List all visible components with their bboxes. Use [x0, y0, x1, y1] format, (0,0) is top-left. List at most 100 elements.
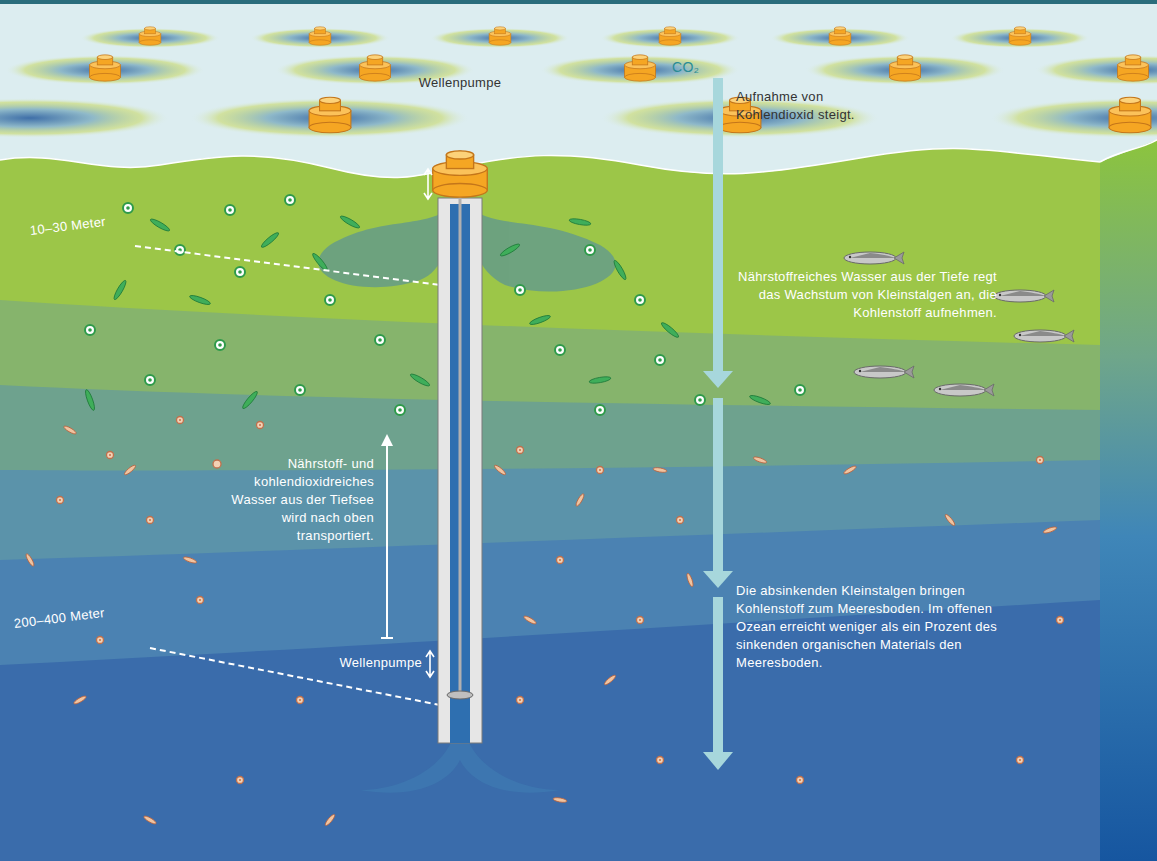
algae-particles-part: [241, 390, 259, 410]
wave-pump-part: [426, 651, 434, 677]
algae-particles-part: [686, 573, 695, 588]
algae-particles-part: [339, 214, 361, 230]
water-layers-part: [0, 149, 1100, 861]
carbon-flow-arrows-part: [713, 78, 723, 373]
algae-particles-part: [260, 231, 280, 249]
algae-particles-part: [197, 597, 204, 604]
distant-pumps-part: [1035, 55, 1157, 85]
algae-particles-part: [257, 422, 264, 429]
upward-arrow-part: [381, 434, 393, 446]
water-layers-part: [0, 460, 1100, 861]
algae-particles-part: [295, 385, 305, 395]
upwelling-plume-part: [360, 740, 560, 793]
algae-particles-part: [589, 376, 612, 385]
algae-particles-part: [183, 556, 198, 565]
upward-arrow-part: [381, 637, 393, 639]
algae-particles-part: [123, 203, 133, 213]
algae-particles-part: [177, 417, 184, 424]
algae-particles-part: [944, 513, 956, 526]
wave-pump: [424, 150, 487, 743]
sinking-note: Die absinkenden Kleinstalgen bringen Koh…: [736, 582, 1006, 672]
distant-pumps-part: [990, 98, 1157, 138]
depth-lines-part: [150, 648, 440, 705]
fish-school-part: [934, 384, 994, 396]
algae-particles-part: [635, 295, 645, 305]
algae-particles-part: [797, 777, 804, 784]
algae-particles-part: [285, 195, 295, 205]
distant-pumps-part: [0, 98, 170, 138]
wave-pump-part: [433, 151, 488, 197]
algae-particles-part: [595, 405, 605, 415]
algae-particles-part: [325, 295, 335, 305]
algae-particles-part: [63, 425, 77, 435]
algae-particles-part: [112, 279, 128, 301]
distant-pumps-part: [90, 55, 121, 81]
distant-pumps-part: [309, 27, 331, 46]
distant-pumps-part: [805, 55, 1005, 85]
algae-particles-part: [795, 385, 805, 395]
algae-particles-part: [1057, 617, 1064, 624]
algae-particles-part: [84, 389, 96, 411]
wave-pump-part: [424, 169, 432, 199]
algae-particles-part: [57, 497, 64, 504]
distant-pumps-part: [5, 55, 205, 85]
algae-particles-part: [612, 259, 628, 281]
distant-pumps-part: [540, 55, 740, 85]
water-layers-part: [0, 300, 1100, 861]
algae-particles-part: [553, 797, 567, 803]
algae-particles-part: [529, 314, 551, 326]
algae-particles-part: [523, 615, 537, 625]
algae-particles-part: [597, 467, 604, 474]
distant-pumps-part: [1109, 97, 1151, 133]
algae-particles-part: [73, 695, 87, 705]
water-layers-part: [1100, 140, 1157, 162]
depth-lines-part: [135, 246, 440, 285]
depth-lines: [135, 246, 440, 705]
uptake-note: Aufnahme von Kohlendioxid steigt.: [736, 88, 896, 124]
water-layers-part: [0, 149, 1100, 178]
distant-pumps-part: [890, 55, 921, 81]
algae-particles-part: [555, 345, 565, 355]
algae-particles-part: [147, 517, 154, 524]
distant-pumps-part: [309, 97, 351, 133]
upward-arrow-part: [386, 440, 388, 638]
carbon-flow-arrows-part: [703, 752, 733, 770]
algae-particles-part: [493, 464, 506, 476]
particle-icon: [213, 460, 221, 468]
upwelling-plume-part: [318, 205, 452, 287]
algae-particles-part: [107, 452, 114, 459]
algae-particles-part: [409, 372, 431, 388]
top-rule: [0, 0, 1157, 4]
algae-particles-part: [753, 456, 768, 465]
algae-particles-part: [655, 355, 665, 365]
algae-particles-part: [843, 465, 857, 475]
distant-pumps-part: [489, 27, 511, 46]
distant-pumps-part: [659, 27, 681, 46]
distant-pumps-part: [360, 55, 391, 81]
algae-particles-part: [175, 245, 185, 255]
algae-particles-part: [25, 553, 35, 567]
distant-pumps-part: [139, 27, 161, 46]
algae-particles-part: [749, 394, 771, 406]
algae-particles-part: [1017, 757, 1024, 764]
water-layers-part: [0, 520, 1100, 861]
algae-particles-part: [499, 242, 521, 258]
co2-label: CO₂: [672, 58, 712, 76]
algae-particles-part: [603, 674, 616, 686]
fish-school-part: [994, 290, 1054, 302]
algae-particles-part: [653, 467, 667, 473]
upwelling-note: Nährstoff- und kohlendioxidreiches Wasse…: [224, 455, 374, 545]
algae-particles-part: [569, 218, 592, 227]
nutrient-note: Nährstoffreiches Wasser aus der Tiefe re…: [735, 268, 997, 322]
algae-particles-part: [575, 493, 585, 507]
algae-particles-part: [517, 447, 524, 454]
algae-particles-part: [123, 464, 136, 476]
water-layers-part: [0, 385, 1100, 861]
fish-school-part: [1014, 330, 1074, 342]
algae-particles-part: [395, 405, 405, 415]
algae-particles-part: [637, 617, 644, 624]
pump-label: Wellenpumpe: [405, 74, 515, 92]
carbon-flow-arrows: [703, 78, 733, 770]
